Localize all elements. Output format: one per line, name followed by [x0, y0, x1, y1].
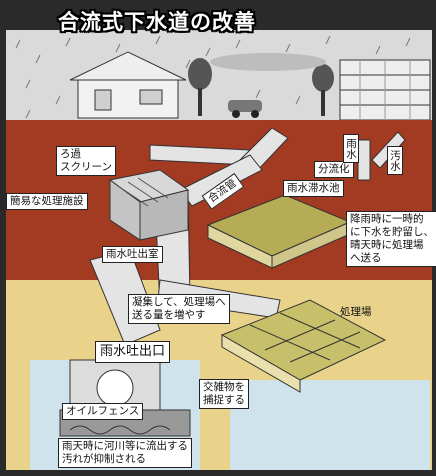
debris-note-line2: 捕捉する — [203, 394, 245, 406]
car — [228, 100, 262, 118]
label-stormwater-tank: 雨水滞水池 — [283, 180, 344, 197]
label-sewage: 汚水 — [387, 146, 403, 175]
coagulation-note-line1: 凝集して、処理場へ — [132, 296, 226, 308]
coagulation-note-line2: 送る量を増やす — [132, 309, 206, 321]
label-screen: ろ過 スクリーン — [56, 146, 116, 176]
river-note-line1: 雨天時に河川等に流出する — [62, 440, 188, 452]
label-screen-line2: スクリーン — [60, 161, 112, 173]
facility — [108, 169, 190, 241]
label-coagulation-note: 凝集して、処理場へ 送る量を増やす — [128, 294, 230, 324]
debris-note-line1: 交雑物を — [203, 381, 245, 393]
label-separation: 分流化 — [314, 161, 354, 178]
page-title: 合流式下水道の改善 — [58, 10, 256, 34]
label-simple-facility: 簡易な処理施設 — [6, 193, 88, 210]
label-storage-note: 降雨時に一時的 に下水を貯留し、 晴天時に処理場 へ送る — [346, 211, 436, 267]
label-treatment-plant: 処理場 — [340, 306, 372, 318]
cloud — [210, 53, 326, 71]
river-note-line2: 汚れが抑制される — [62, 453, 146, 465]
storage-note-line1: 降雨時に一時的 — [350, 213, 424, 225]
label-oil-fence: オイルフェンス — [62, 403, 144, 420]
river — [230, 380, 430, 470]
label-stormwater-outlet: 雨水吐出口 — [95, 341, 171, 363]
label-debris-note: 交雑物を 捕捉する — [199, 379, 249, 409]
trees — [188, 58, 334, 116]
storage-note-line3: 晴天時に処理場 — [350, 239, 424, 251]
house — [69, 51, 187, 119]
plant-basin — [220, 299, 387, 393]
label-overflow-room: 雨水吐出室 — [102, 246, 163, 263]
storage-note-line4: へ送る — [350, 252, 382, 264]
tank — [206, 194, 352, 269]
label-screen-line1: ろ過 — [60, 148, 81, 160]
storage-note-line2: に下水を貯留し、 — [350, 226, 434, 238]
label-rain-water: 雨水 — [343, 134, 359, 163]
apartment — [339, 59, 431, 121]
label-river-note: 雨天時に河川等に流出する 汚れが抑制される — [58, 438, 192, 468]
